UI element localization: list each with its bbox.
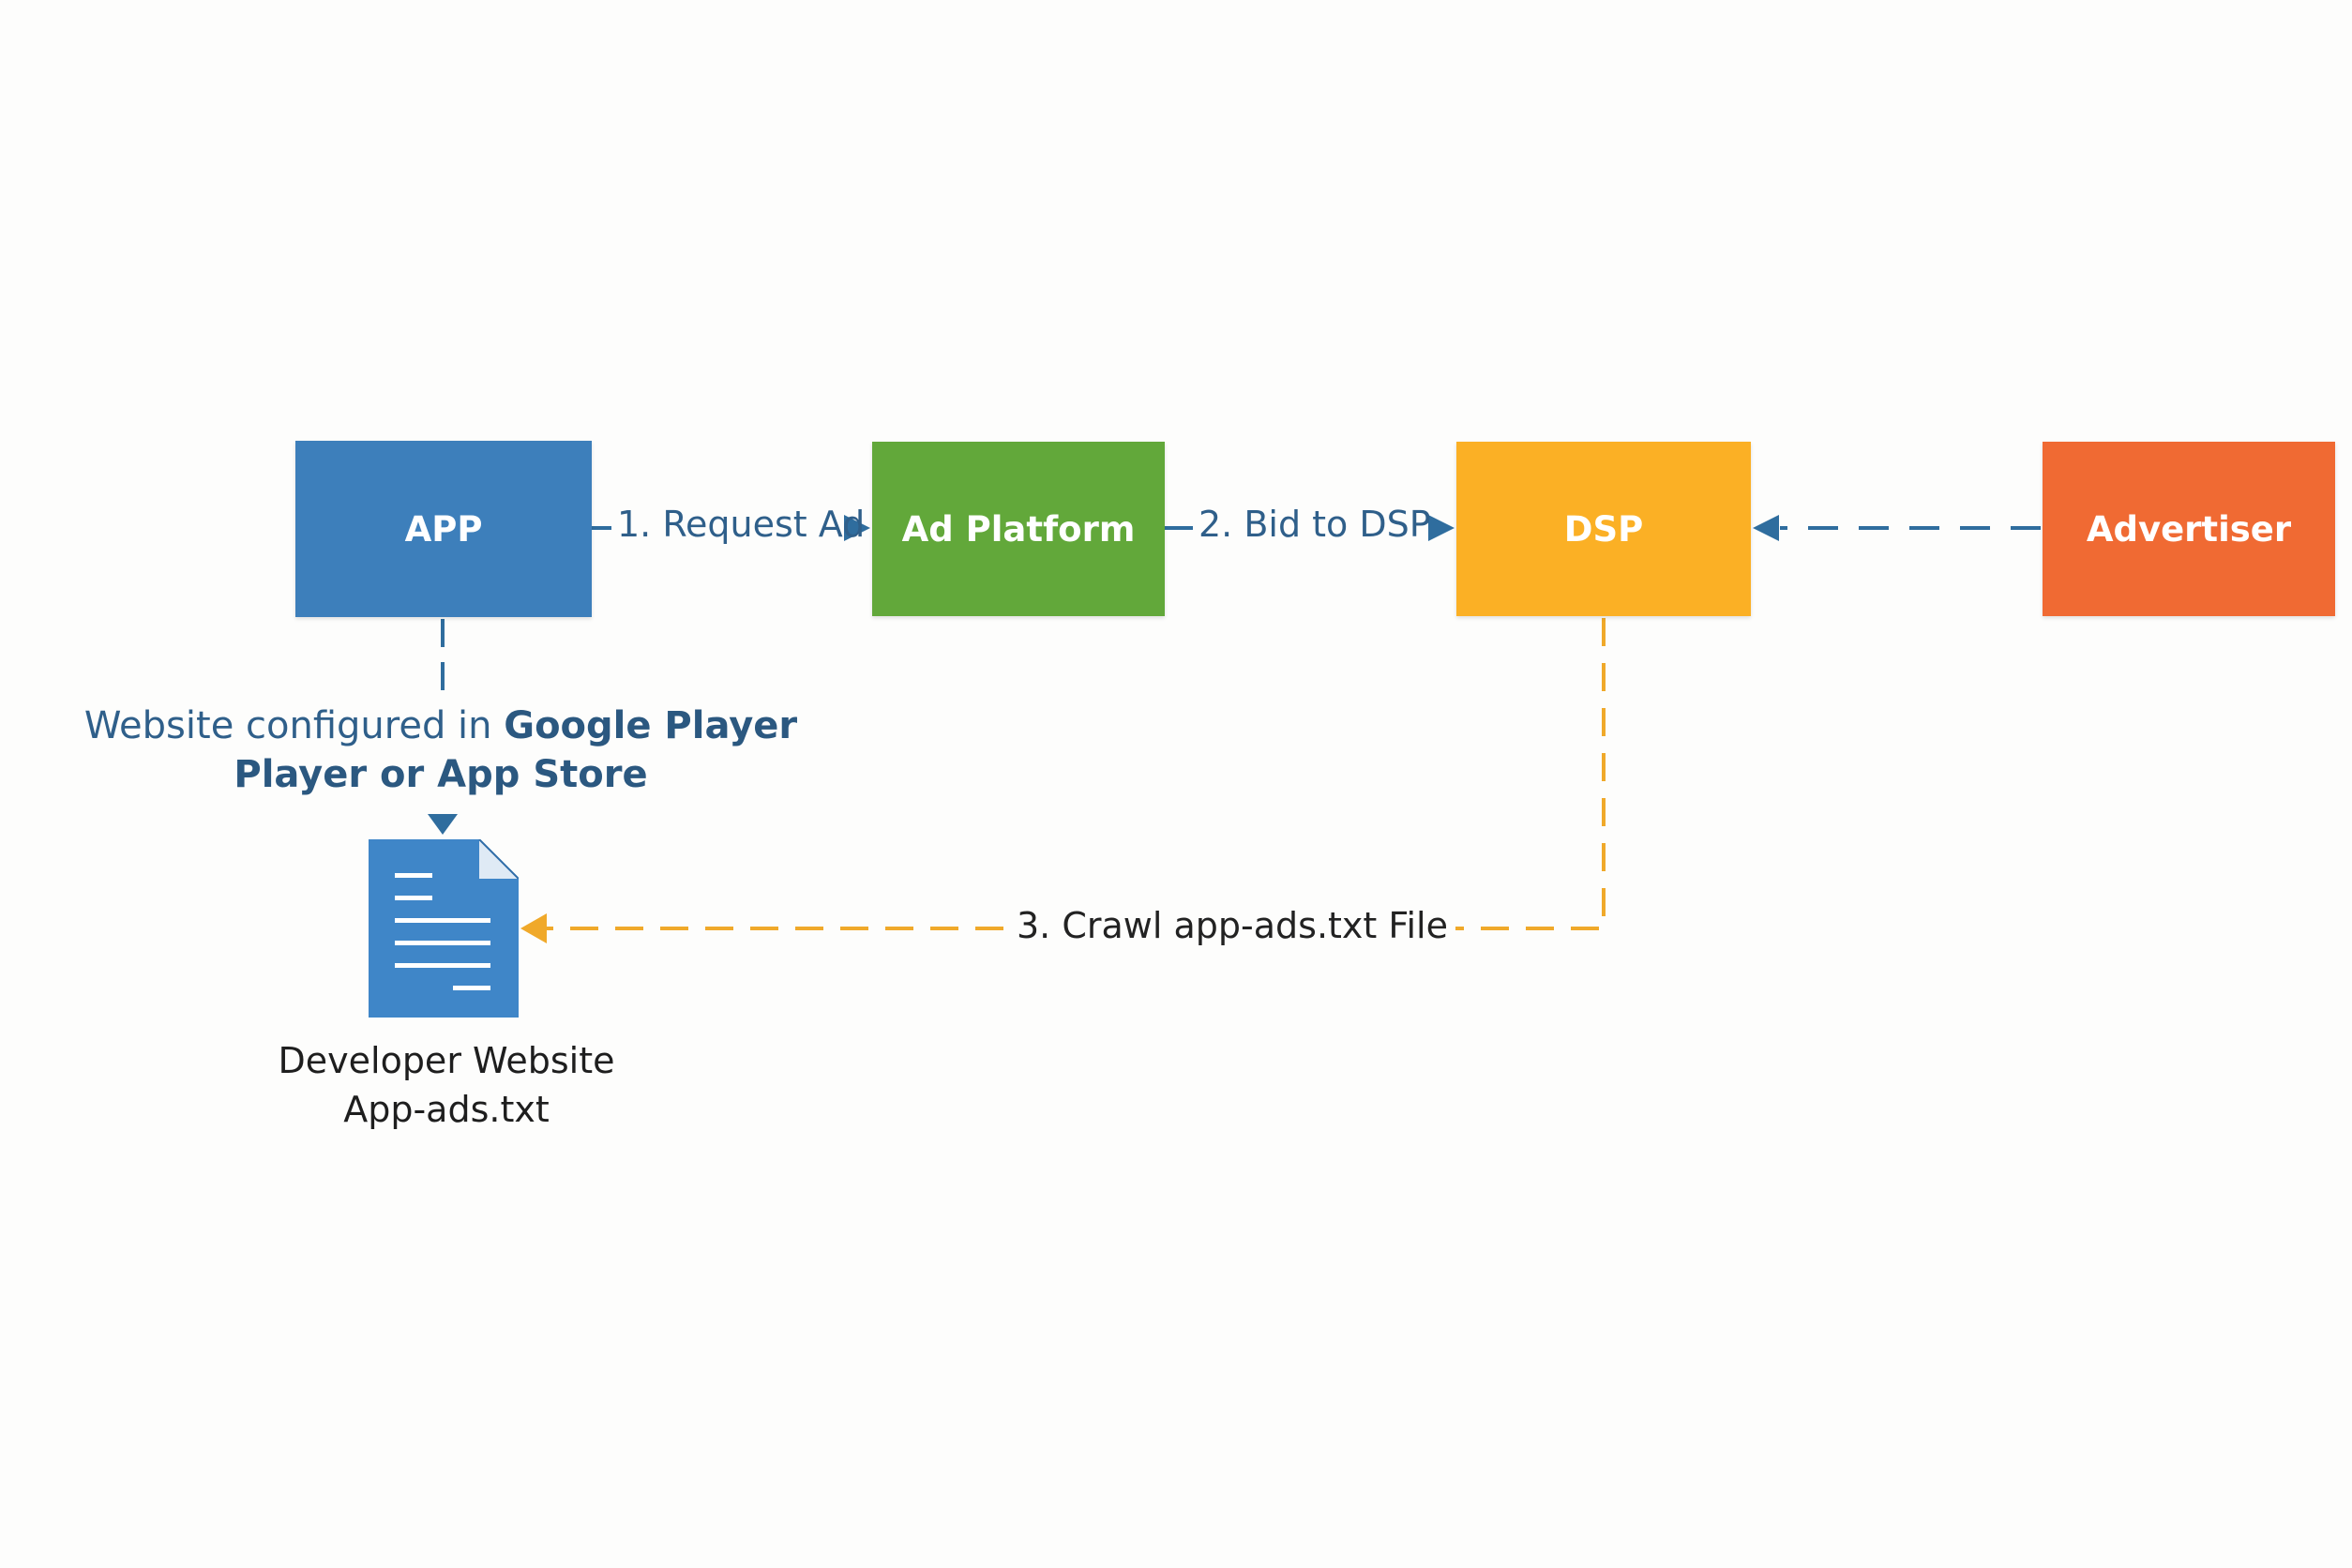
website-config-emphasis-line1: Google Player — [504, 704, 798, 747]
node-dsp: DSP — [1456, 442, 1751, 616]
edge-label-request-ad: 1. Request Ad — [617, 504, 866, 545]
arrowhead-to-document — [428, 814, 458, 835]
node-dsp-label: DSP — [1563, 508, 1644, 550]
website-config-note: Website configured in Google Player Play… — [70, 701, 811, 799]
arrowhead-request-ad — [844, 515, 870, 541]
node-advertiser-label: Advertiser — [2086, 508, 2292, 550]
document-icon — [369, 839, 519, 1018]
arrowhead-advertiser-to-dsp — [1753, 515, 1779, 541]
node-advertiser: Advertiser — [2043, 442, 2335, 616]
developer-website-label: Developer Website App-ads.txt — [259, 1036, 634, 1134]
arrowhead-bid-to-dsp — [1428, 515, 1455, 541]
developer-website-line2: App-ads.txt — [343, 1089, 550, 1130]
developer-website-line1: Developer Website — [278, 1040, 615, 1081]
edge-label-bid-to-dsp: 2. Bid to DSP — [1199, 504, 1431, 545]
edge-label-crawl: 3. Crawl app-ads.txt File — [1009, 905, 1455, 946]
node-ad-platform-label: Ad Platform — [901, 508, 1136, 550]
arrow-crawl-path — [1435, 618, 1606, 930]
website-config-emphasis-line2: Player or App Store — [234, 753, 648, 796]
arrowhead-crawl — [520, 913, 547, 943]
node-app: APP — [295, 441, 592, 617]
website-config-prefix: Website configured in — [83, 704, 505, 747]
node-app-label: APP — [404, 508, 483, 550]
node-ad-platform: Ad Platform — [872, 442, 1165, 616]
